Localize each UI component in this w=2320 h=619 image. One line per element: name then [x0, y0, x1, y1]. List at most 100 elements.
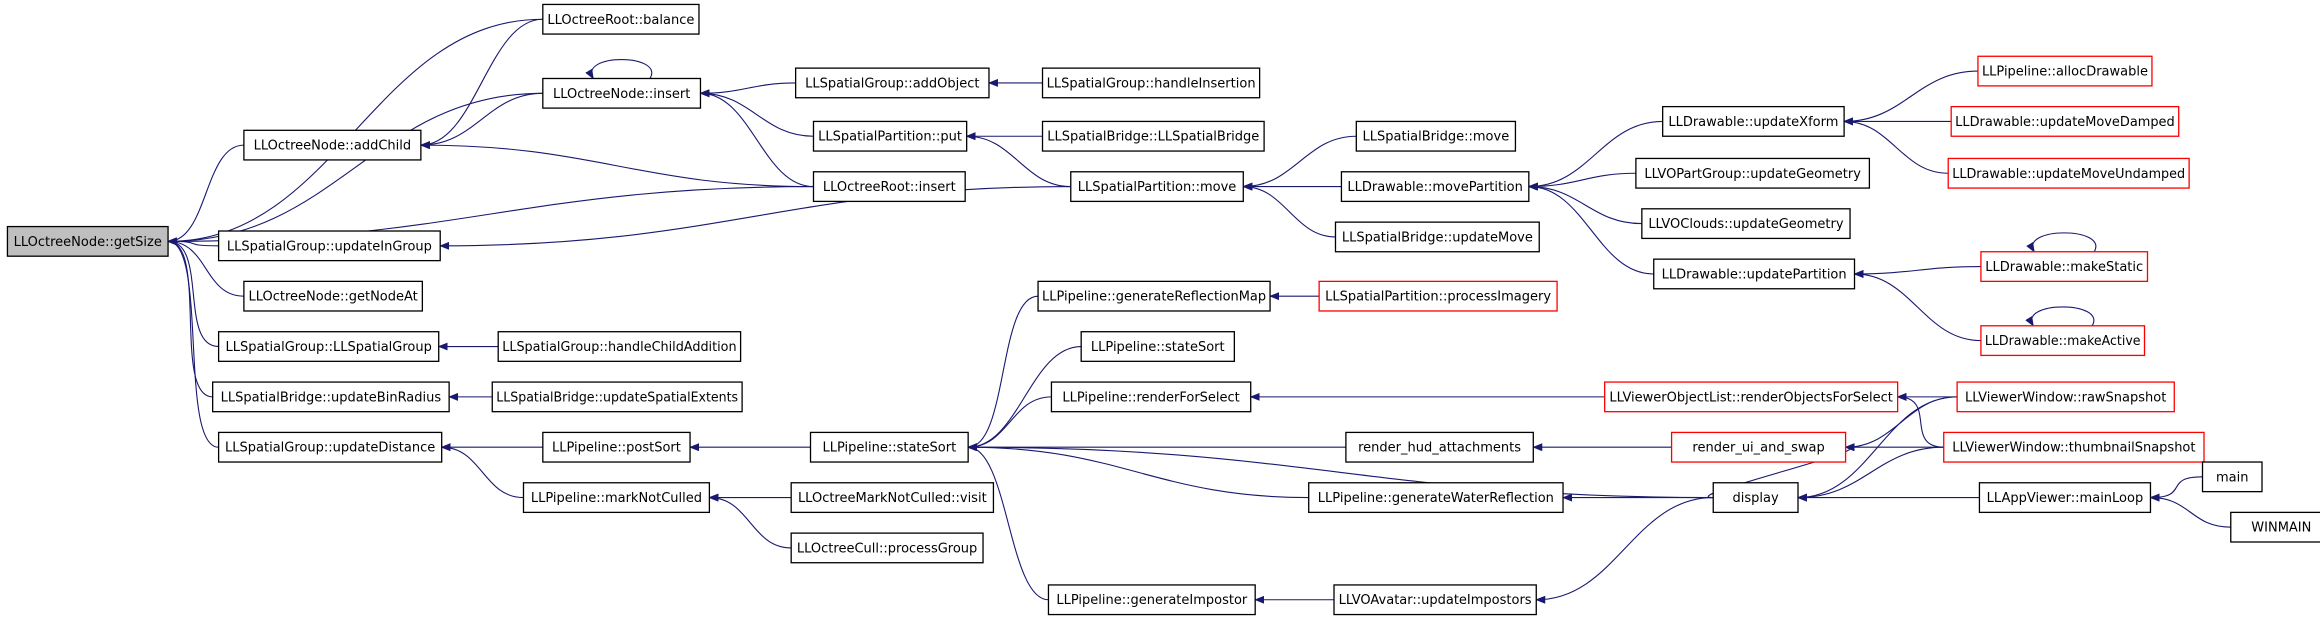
node-updMoveUndamped[interactable]: LLDrawable::updateMoveUndamped — [1947, 157, 2190, 189]
node-genRefl[interactable]: LLPipeline::generateReflectionMap — [1037, 280, 1271, 312]
node-box-spMove[interactable] — [1070, 171, 1244, 203]
node-use[interactable]: LLSpatialBridge::updateSpatialExtents — [491, 381, 743, 413]
node-thumbSnap[interactable]: LLViewerWindow::thumbnailSnapshot — [1943, 431, 2205, 463]
node-box-movePart[interactable] — [1340, 171, 1530, 203]
node-rootInsert[interactable]: LLOctreeRoot::insert — [812, 171, 966, 203]
node-makeStatic[interactable]: LLDrawable::makeStatic — [1980, 251, 2149, 283]
node-box-sbMove[interactable] — [1355, 120, 1517, 152]
node-makeActive[interactable]: LLDrawable::makeActive — [1980, 325, 2146, 357]
node-plStateSort1[interactable]: LLPipeline::stateSort — [1080, 331, 1236, 362]
node-rawSnap[interactable]: LLViewerWindow::rawSnapshot — [1956, 381, 2175, 413]
node-ubr[interactable]: LLSpatialBridge::updateBinRadius — [212, 381, 450, 413]
node-getNodeAt[interactable]: LLOctreeNode::getNodeAt — [243, 280, 424, 312]
node-movePart[interactable]: LLDrawable::movePartition — [1340, 171, 1530, 203]
node-sbMove[interactable]: LLSpatialBridge::move — [1355, 120, 1517, 152]
node-box-genImp[interactable] — [1047, 584, 1256, 616]
node-box-updXform[interactable] — [1662, 105, 1845, 137]
node-addObject[interactable]: LLSpatialGroup::addObject — [794, 67, 990, 99]
node-procImg[interactable]: LLSpatialPartition::processImagery — [1318, 280, 1558, 312]
node-box-put[interactable] — [812, 120, 968, 152]
node-rofs[interactable]: LLViewerObjectList::renderObjectsForSele… — [1604, 381, 1899, 413]
node-stateSort[interactable]: LLPipeline::stateSort — [809, 431, 969, 463]
node-box-rofs[interactable] — [1604, 381, 1899, 413]
node-box-llsg[interactable] — [217, 331, 440, 362]
node-box-sbUpdMove[interactable] — [1334, 221, 1540, 253]
node-handleIns[interactable]: LLSpatialGroup::handleInsertion — [1041, 67, 1261, 99]
node-box-rawSnap[interactable] — [1956, 381, 2175, 413]
node-put[interactable]: LLSpatialPartition::put — [812, 120, 968, 152]
node-box-getNodeAt[interactable] — [243, 280, 424, 312]
node-box-handleIns[interactable] — [1041, 67, 1261, 99]
node-updPart[interactable]: LLDrawable::updatePartition — [1653, 258, 1856, 290]
node-box-visit[interactable] — [790, 482, 995, 514]
node-box-ubr[interactable] — [212, 381, 450, 413]
node-updateInGroup[interactable]: LLSpatialGroup::updateInGroup — [217, 230, 441, 262]
node-voclouds[interactable]: LLVOClouds::updateGeometry — [1641, 208, 1851, 240]
node-updXform[interactable]: LLDrawable::updateXform — [1662, 105, 1845, 137]
node-sbUpdMove[interactable]: LLSpatialBridge::updateMove — [1334, 221, 1540, 253]
node-box-uiswap[interactable] — [1670, 431, 1847, 463]
node-vopg[interactable]: LLVOPartGroup::updateGeometry — [1635, 157, 1871, 189]
node-getSize[interactable]: LLOctreeNode::getSize — [6, 225, 169, 257]
node-box-vopg[interactable] — [1635, 157, 1871, 189]
node-genWater[interactable]: LLPipeline::generateWaterReflection — [1308, 482, 1564, 514]
node-addChild[interactable]: LLOctreeNode::addChild — [243, 129, 422, 161]
node-box-voclouds[interactable] — [1641, 208, 1851, 240]
node-display[interactable]: display — [1712, 482, 1799, 514]
node-box-postSort[interactable] — [542, 431, 691, 463]
node-renderSel[interactable]: LLPipeline::renderForSelect — [1050, 381, 1252, 413]
node-box-makeActive[interactable] — [1980, 325, 2146, 357]
node-box-procImg[interactable] — [1318, 280, 1558, 312]
node-box-updMoveDamped[interactable] — [1950, 105, 2180, 137]
node-llsg[interactable]: LLSpatialGroup::LLSpatialGroup — [217, 331, 440, 362]
node-box-updImp[interactable] — [1333, 584, 1537, 616]
node-box-makeStatic[interactable] — [1980, 251, 2149, 283]
node-postSort[interactable]: LLPipeline::postSort — [542, 431, 691, 463]
node-box-mainLoop[interactable] — [1978, 482, 2152, 514]
node-winmain[interactable]: WINMAIN — [2230, 511, 2320, 543]
node-box-thumbSnap[interactable] — [1943, 431, 2205, 463]
node-visit[interactable]: LLOctreeMarkNotCulled::visit — [790, 482, 995, 514]
node-llsb[interactable]: LLSpatialBridge::LLSpatialBridge — [1041, 120, 1265, 152]
node-box-addChild[interactable] — [243, 129, 422, 161]
node-box-updateInGroup[interactable] — [217, 230, 441, 262]
node-box-renderSel[interactable] — [1050, 381, 1252, 413]
node-box-genWater[interactable] — [1308, 482, 1564, 514]
node-mainLoop[interactable]: LLAppViewer::mainLoop — [1978, 482, 2152, 514]
node-box-balance[interactable] — [542, 3, 700, 35]
node-box-addObject[interactable] — [794, 67, 990, 99]
node-box-childAdd[interactable] — [497, 331, 742, 362]
node-box-markNC[interactable] — [522, 482, 711, 514]
node-box-display[interactable] — [1712, 482, 1799, 514]
node-updImp[interactable]: LLVOAvatar::updateImpostors — [1333, 584, 1537, 616]
node-updDist[interactable]: LLSpatialGroup::updateDistance — [217, 431, 443, 463]
node-box-stateSort[interactable] — [809, 431, 969, 463]
node-main[interactable]: main — [2201, 461, 2263, 493]
node-box-plStateSort1[interactable] — [1080, 331, 1236, 362]
node-box-hud[interactable] — [1345, 431, 1534, 463]
node-box-main[interactable] — [2201, 461, 2263, 493]
node-balance[interactable]: LLOctreeRoot::balance — [542, 3, 700, 35]
node-childAdd[interactable]: LLSpatialGroup::handleChildAddition — [497, 331, 742, 362]
node-hud[interactable]: render_hud_attachments — [1345, 431, 1534, 463]
node-box-updDist[interactable] — [217, 431, 443, 463]
node-insertN[interactable]: LLOctreeNode::insert — [542, 77, 702, 109]
node-allocDraw[interactable]: LLPipeline::allocDrawable — [1977, 55, 2153, 87]
node-markNC[interactable]: LLPipeline::markNotCulled — [522, 482, 711, 514]
node-box-updPart[interactable] — [1653, 258, 1856, 290]
node-box-winmain[interactable] — [2230, 511, 2320, 543]
node-box-updMoveUndamped[interactable] — [1947, 157, 2190, 189]
node-box-use[interactable] — [491, 381, 743, 413]
node-box-getSize[interactable] — [6, 225, 169, 257]
node-box-genRefl[interactable] — [1037, 280, 1271, 312]
node-spMove[interactable]: LLSpatialPartition::move — [1070, 171, 1244, 203]
node-box-procGroup[interactable] — [790, 532, 984, 564]
node-box-insertN[interactable] — [542, 77, 702, 109]
node-procGroup[interactable]: LLOctreeCull::processGroup — [790, 532, 984, 564]
node-box-allocDraw[interactable] — [1977, 55, 2153, 87]
node-genImp[interactable]: LLPipeline::generateImpostor — [1047, 584, 1256, 616]
node-box-llsb[interactable] — [1041, 120, 1265, 152]
node-uiswap[interactable]: render_ui_and_swap — [1670, 431, 1847, 463]
node-updMoveDamped[interactable]: LLDrawable::updateMoveDamped — [1950, 105, 2180, 137]
node-box-rootInsert[interactable] — [812, 171, 966, 203]
